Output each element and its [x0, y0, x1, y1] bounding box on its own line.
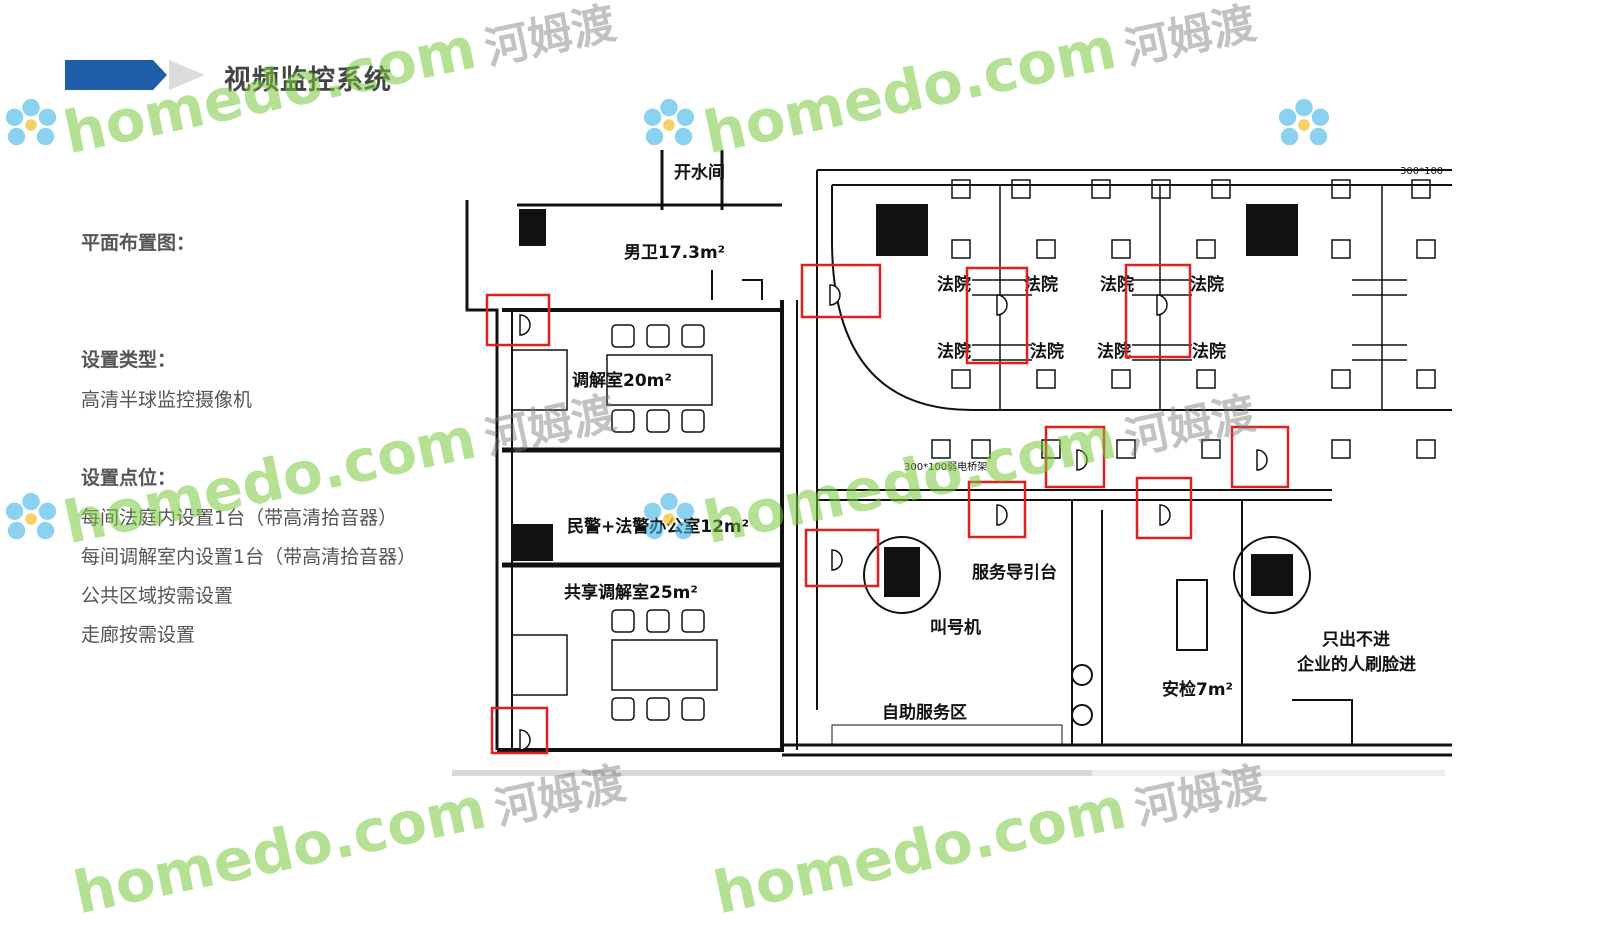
court-label: 法院: [1192, 341, 1226, 362]
type-value: 高清半球监控摄像机: [81, 389, 253, 411]
camera-highlight-box: [1230, 425, 1290, 489]
camera-highlight-box: [967, 480, 1027, 539]
court-label: 法院: [1100, 274, 1134, 295]
point-item: 每间调解室内设置1台（带高清拾音器）: [81, 546, 417, 568]
court-label: 法院: [937, 274, 971, 295]
exit-note-2: 企业的人刷脸进: [1296, 654, 1416, 675]
room-mediation: 调解室20m²: [572, 370, 672, 391]
camera-highlight-box: [804, 528, 880, 588]
page-title: 视频监控系统: [224, 65, 392, 96]
court-label: 法院: [1030, 341, 1064, 362]
camera-highlight-box: [485, 293, 551, 347]
title-bar-blue: [65, 60, 153, 90]
watermark-flower-icon: [643, 492, 695, 540]
watermark: homedo.com河姆渡: [697, 0, 1261, 168]
room-guide-desk: 服务导引台: [972, 562, 1057, 583]
camera-highlight-box: [965, 266, 1029, 365]
camera-highlight-box: [1124, 263, 1192, 359]
layout-label: 平面布置图：: [81, 232, 196, 254]
room-queue-machine: 叫号机: [930, 617, 981, 638]
room-self-service: 自助服务区: [882, 702, 967, 723]
point-item: 每间法庭内设置1台（带高清拾音器）: [81, 507, 398, 529]
camera-highlight-box: [1044, 425, 1106, 489]
exit-note-1: 只出不进: [1322, 629, 1390, 650]
points-label: 设置点位：: [81, 467, 177, 489]
court-label: 法院: [1024, 274, 1058, 295]
watermark: homedo.com河姆渡: [57, 0, 621, 168]
duct-label: 300*100: [1400, 166, 1443, 177]
room-security-check: 安检7m²: [1162, 679, 1233, 700]
watermark-flower-icon: [5, 98, 57, 146]
type-label: 设置类型：: [81, 349, 177, 371]
camera-highlight-box: [800, 263, 882, 319]
watermark-flower-icon: [5, 492, 57, 540]
title-bar-blue-tip: [153, 60, 167, 90]
camera-highlight-box: [1135, 476, 1193, 540]
room-water: 开水间: [674, 162, 725, 183]
camera-highlight-box: [490, 706, 549, 755]
court-label: 法院: [1190, 274, 1224, 295]
watermark-flower-icon: [1278, 98, 1330, 146]
title-bar-grey-arrow: [169, 60, 205, 90]
watermark-flower-icon: [643, 98, 695, 146]
room-mens-restroom: 男卫17.3m²: [624, 243, 725, 263]
court-label: 法院: [1097, 341, 1131, 362]
camera-highlights: [485, 263, 1290, 755]
point-item: 走廊按需设置: [81, 624, 196, 646]
court-label: 法院: [937, 341, 971, 362]
point-item: 公共区域按需设置: [81, 585, 234, 607]
room-shared-mediation: 共享调解室25m²: [564, 582, 698, 603]
title-decoration: [65, 60, 235, 90]
duct-label: 300*100弱电桥架: [904, 460, 987, 473]
